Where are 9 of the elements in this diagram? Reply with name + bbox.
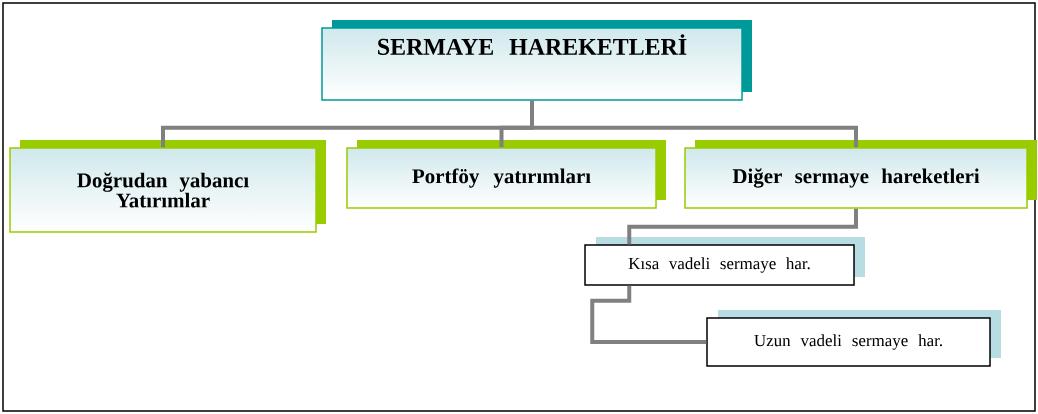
connector-line xyxy=(627,208,858,245)
category-box: Portföy yatırımları xyxy=(346,140,666,209)
title-box: SERMAYE HAREKETLERİ xyxy=(321,20,752,101)
connector-line xyxy=(530,100,858,148)
subcategory-box: Kısa vadeli sermaye har. xyxy=(584,237,865,286)
connector-line xyxy=(590,285,707,344)
subcategory-box: Uzun vadeli sermaye har. xyxy=(706,310,1001,367)
category-box: Diğer sermaye hareketleri xyxy=(684,140,1037,209)
category-box: Doğrudan yabancı Yatırımlar xyxy=(9,140,326,233)
